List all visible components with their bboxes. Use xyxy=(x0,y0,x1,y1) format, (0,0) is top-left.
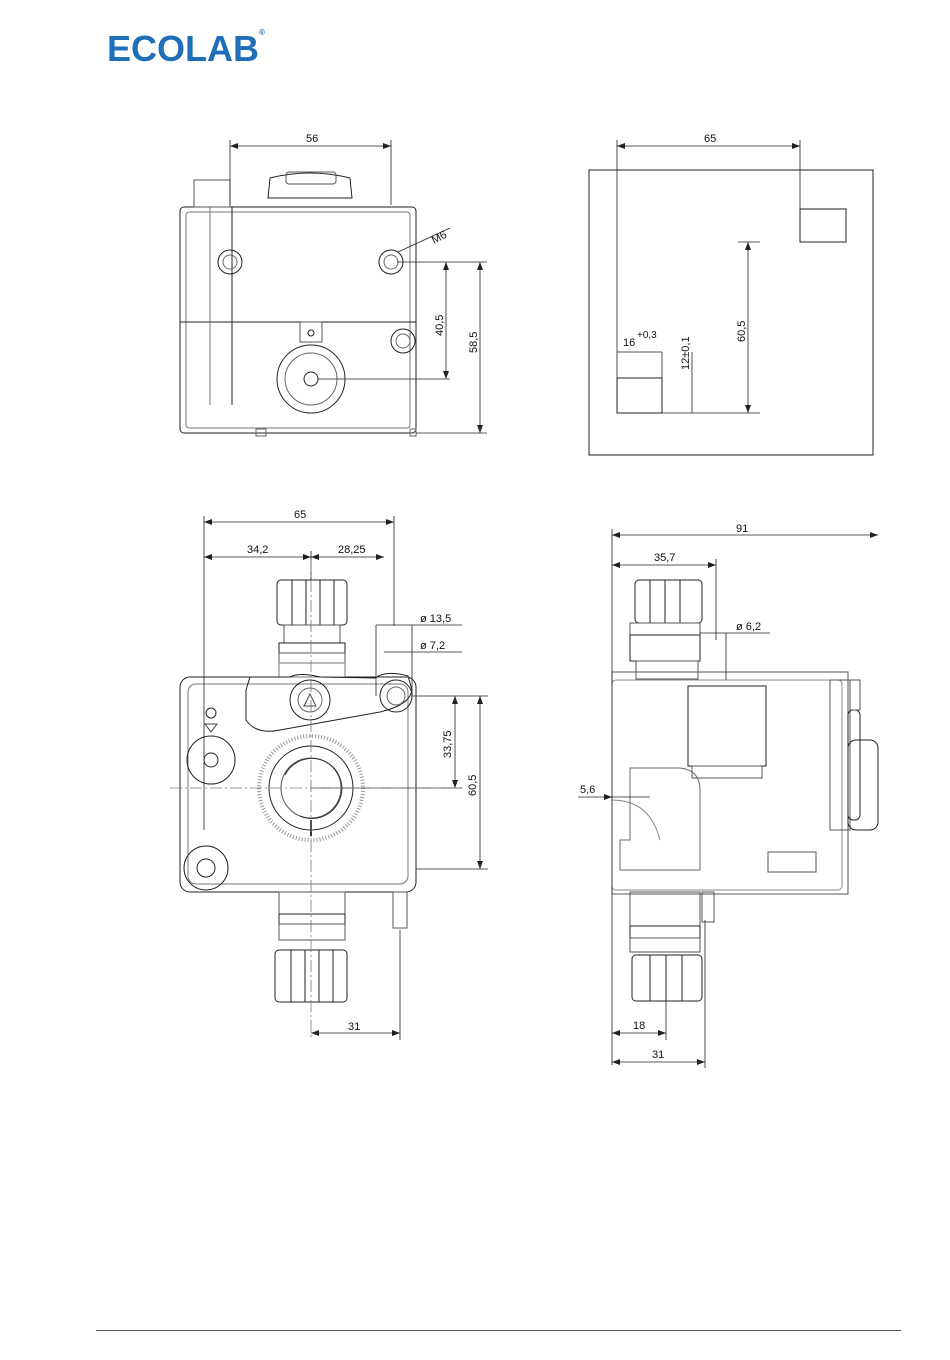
dim-side-dia: ø 6,2 xyxy=(736,621,761,633)
dim-top-hole-pitch: 33,75 xyxy=(442,730,454,758)
dim-front-height: 58,5 xyxy=(468,332,480,353)
dim-top-dia-small: ø 7,2 xyxy=(420,640,445,652)
dimension-lines xyxy=(170,140,878,1068)
side-view xyxy=(612,580,878,1001)
template-view xyxy=(589,170,873,455)
dim-front-width: 56 xyxy=(306,133,318,145)
dim-side-gap: 5,6 xyxy=(580,784,595,796)
dimension-arrows xyxy=(204,143,878,1065)
dim-top-left: 34,2 xyxy=(247,544,268,556)
dim-side-inner: 18 xyxy=(633,1020,645,1032)
top-view xyxy=(180,580,416,1002)
dim-template-y: 12±0,1 xyxy=(680,336,692,370)
dim-top-outlet: 31 xyxy=(348,1021,360,1033)
front-view xyxy=(180,172,416,436)
dim-template-width: 65 xyxy=(704,133,716,145)
footer-rule xyxy=(96,1330,901,1331)
dim-side-length: 91 xyxy=(736,523,748,535)
dim-template-x-tol: +0,3 xyxy=(637,330,657,341)
dim-top-right: 28,25 xyxy=(338,544,366,556)
dim-template-x: 16 xyxy=(623,337,635,349)
dim-top-width: 65 xyxy=(294,509,306,521)
dim-front-thread: M6 xyxy=(430,229,449,247)
dimension-labels: 56 M6 40,5 58,5 65 16 +0,3 12±0,1 60,5 6… xyxy=(247,133,761,1061)
dim-top-dia-large: ø 13,5 xyxy=(420,613,451,625)
dim-side-outer: 31 xyxy=(652,1049,664,1061)
dim-front-hole-spacing: 40,5 xyxy=(434,315,446,336)
dim-side-port: 35,7 xyxy=(654,552,675,564)
dim-top-height: 60,5 xyxy=(467,775,479,796)
dim-template-height: 60,5 xyxy=(736,321,748,342)
